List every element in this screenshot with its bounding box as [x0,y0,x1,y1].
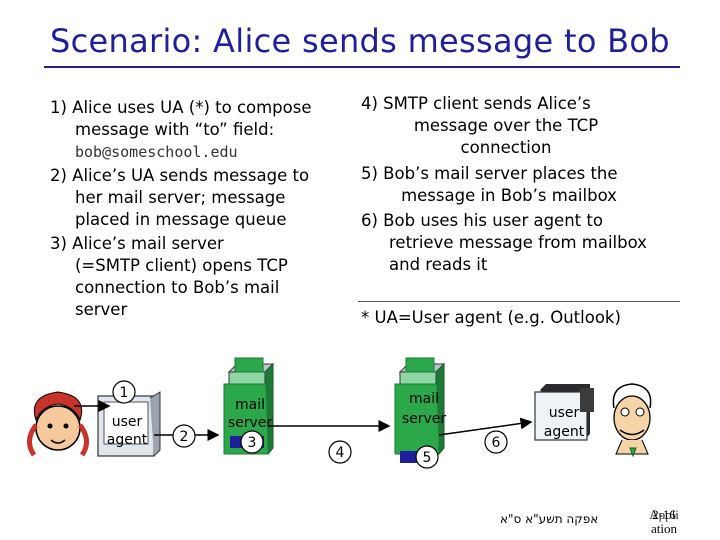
step-3: 3) Alice’s mail server (=SMTP client) op… [50,233,288,321]
step-3-line-2: (=SMTP client) opens TCP [75,256,288,275]
step-number-6: 6 [492,435,501,451]
step-3-line-1: 3) Alice’s mail server [50,234,224,253]
step-5-line-1: 5) Bob’s mail server places the [361,164,618,183]
step-number-3: 3 [248,435,257,451]
step-number-3-circle [240,430,264,454]
bob-server-label-2: server [402,411,447,427]
step-2-line-1: 2) Alice’s UA sends message to [50,166,310,185]
step-number-2-circle [172,424,196,448]
bob-agent-label-2: agent [544,424,585,440]
footnote-divider [358,301,680,302]
alice-user-agent-icon [97,391,161,457]
page-number: 2-16 Appli ation [640,508,688,536]
alice-agent-label-2: agent [107,432,148,448]
bob-mailbox [400,451,434,463]
step-6-line-2: retrieve message from mailbox [389,233,647,252]
step-3-line-4: server [75,300,128,319]
step-number-1: 1 [120,385,129,401]
bob-face-icon [612,383,652,458]
step-2-line-3: placed in message queue [75,210,287,229]
alice-server-label-1: mail [235,397,265,413]
step-2-line-2: her mail server; message [75,188,286,207]
alice-face-icon [27,391,89,457]
step-number-4-circle [328,440,352,464]
bob-agent-label-1: user [549,405,580,421]
step-5: 5) Bob’s mail server places the message … [361,163,627,207]
step-1: 1) Alice uses UA (*) to compose message … [50,97,312,163]
step-5-line-2: message in Bob’s mailbox [401,186,617,205]
step-2: 2) Alice’s UA sends message to her mail … [50,165,309,231]
step-number-6-circle [484,430,508,454]
bob-mail-server-icon [394,357,446,455]
alice-server-label-2: server [228,415,273,431]
footnote: * UA=User agent (e.g. Outlook) [361,308,621,327]
step-4-line-2: message over the TCP [413,116,599,135]
step-6: 6) Bob uses his user agent to retrieve m… [361,210,647,276]
step-4: 4) SMTP client sends Alice’s message ove… [361,93,621,159]
step-4-line-3: connection [460,138,552,157]
page-label-ation: ation [651,521,677,536]
step-4-line-1: 4) SMTP client sends Alice’s [361,94,591,113]
arrow-6 [438,417,533,436]
title-underline [44,66,680,68]
step-number-5-circle [415,445,439,469]
bob-server-label-1: mail [409,391,439,407]
step-number-4: 4 [336,445,345,461]
alice-agent-label-1: user [112,414,143,430]
step-number-2: 2 [180,429,189,445]
slide-title: Scenario: Alice sends message to Bob [50,22,670,60]
bob-user-agent-icon [534,384,594,441]
step-number-5: 5 [423,450,432,466]
footer-course-label: אפקה תשע"א ס"א [500,512,599,526]
step-6-line-3: and reads it [389,255,488,274]
step-3-line-3: connection to Bob’s mail [75,278,280,297]
step-6-line-1: 6) Bob uses his user agent to [361,211,603,230]
recipient-address: bob@someschool.edu [75,143,238,161]
step-1-line-1: 1) Alice uses UA (*) to compose [50,98,312,117]
alice-mail-server-icon [223,357,275,455]
step-number-1-circle [112,380,136,404]
page-label-appli: Appli [649,507,679,522]
step-1-line-2: message with “to” field: [75,120,275,139]
page-number-main: 2-16 [652,507,676,522]
alice-message-queue [230,436,264,448]
